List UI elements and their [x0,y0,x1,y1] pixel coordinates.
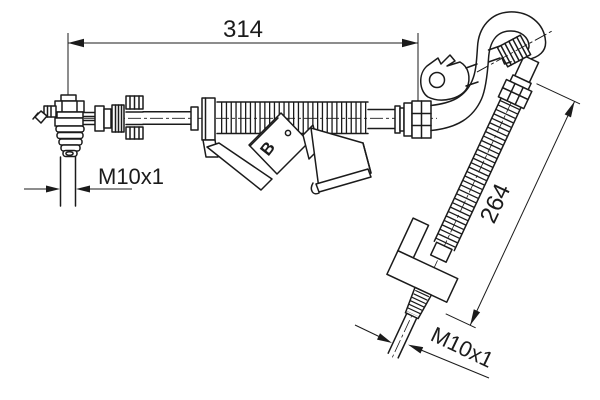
dimension-thread-lower-label: M10x1 [427,322,497,373]
dimension-lower-length-label: 264 [475,180,516,228]
dimension-overall-length-label: 314 [223,16,263,43]
grommet-clip [496,34,532,68]
hex-nut-upper [497,74,533,110]
diagonal-hose-run: 264 [386,55,581,361]
shield-rivet [284,129,292,137]
clip-detail-mark [501,57,512,65]
end-bracket [386,217,459,303]
mounting-flange [201,97,273,191]
union-fitting-right [394,100,432,139]
dimension-overall-length: 314 [67,16,419,101]
corrugated-sleeve-main [216,101,398,135]
corrugated-sleeve-lower [433,97,522,252]
protective-shield: B [248,112,372,195]
dimension-thread-left: M10x1 [24,164,164,193]
bracket-hole [428,71,446,89]
dimension-thread-lower: M10x1 [354,322,497,379]
toothed-washer [125,95,144,140]
caliper-end-fitting [32,94,85,207]
hose-midsection [83,95,273,191]
clip-axis-centerline [476,30,553,73]
strain-relief-cone [55,125,85,158]
threaded-end [404,286,433,320]
dimension-thread-left-label: M10x1 [98,164,164,189]
bleed-nipple [32,105,57,124]
mounting-bracket [420,45,501,101]
dimension-lower-length: 264 [445,83,581,329]
